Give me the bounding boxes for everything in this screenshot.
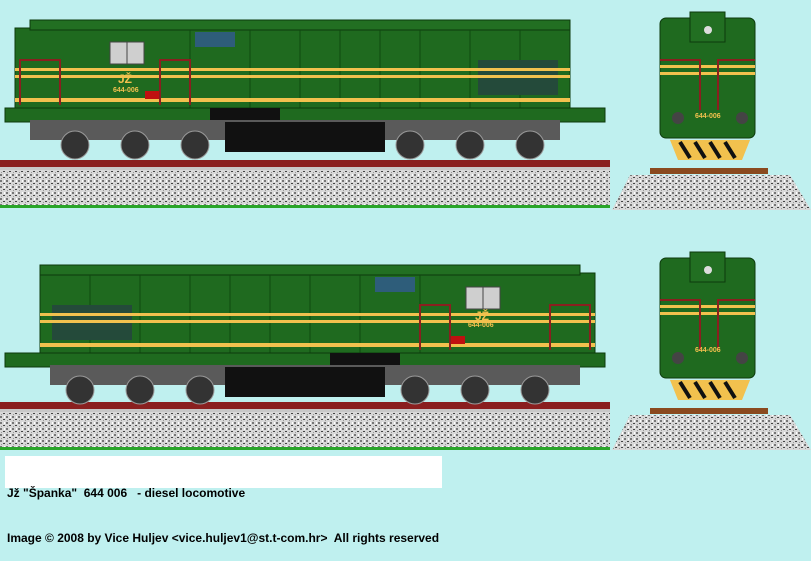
caption-title: Jž "Španka" 644 006 - diesel locomotive <box>7 486 246 500</box>
emblem-top: JŽ <box>118 71 132 86</box>
locomotive-side-view-bottom <box>4 264 606 405</box>
track-top <box>0 160 610 208</box>
image-caption: Jž "Španka" 644 006 - diesel locomotive … <box>5 456 442 545</box>
locomotive-drawing: JŽ 644-006 644-006 JŽ 644-006 644-006 <box>0 10 811 452</box>
front-number-top: 644-006 <box>695 113 721 120</box>
emblem-bottom: JŽ <box>475 308 489 323</box>
locomotive-front-view-top <box>610 10 811 212</box>
number-bottom: 644-006 <box>468 322 494 329</box>
track-bottom <box>0 402 610 450</box>
front-number-bottom: 644-006 <box>695 347 721 354</box>
caption-copyright: Image © 2008 by Vice Huljev <vice.huljev… <box>7 531 440 545</box>
locomotive-side-view-top <box>4 19 606 160</box>
number-top: 644-006 <box>113 87 139 94</box>
